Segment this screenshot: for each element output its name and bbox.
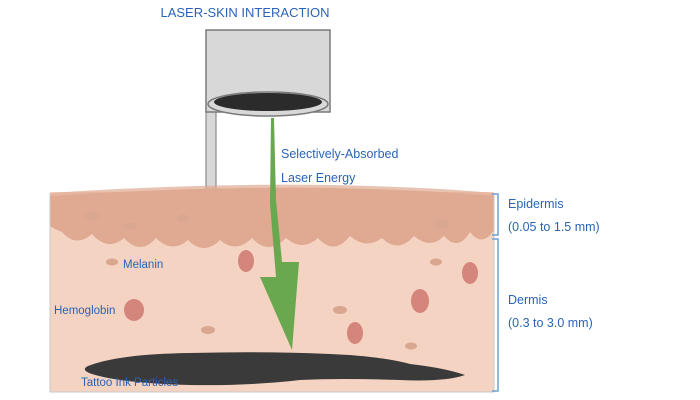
diagram-title: LASER-SKIN INTERACTION bbox=[160, 5, 329, 20]
handpiece-stem bbox=[205, 107, 217, 199]
melanin-granule bbox=[430, 258, 442, 266]
hemoglobin-vessel bbox=[347, 322, 363, 344]
skin-outline bbox=[49, 194, 495, 393]
melanin-granule bbox=[177, 214, 189, 222]
epidermis-bracket bbox=[492, 193, 499, 236]
melanin-granule bbox=[333, 306, 347, 314]
melanin-granule bbox=[106, 258, 118, 266]
tattoo-ink-label: Tattoo Ink Particles bbox=[81, 377, 178, 389]
melanin-label: Melanin bbox=[123, 259, 163, 271]
hemoglobin-label: Hemoglobin bbox=[54, 305, 115, 317]
epidermis-range: (0.05 to 1.5 mm) bbox=[508, 220, 600, 234]
hemoglobin-vessel bbox=[238, 250, 254, 272]
dermis-range: (0.3 to 3.0 mm) bbox=[508, 316, 593, 330]
dermis-label: Dermis bbox=[508, 293, 548, 307]
beam-label-line-1: Selectively-Absorbed bbox=[281, 147, 398, 161]
melanin-granule bbox=[405, 342, 417, 350]
melanin-granule bbox=[435, 220, 449, 228]
epidermis-label: Epidermis bbox=[508, 197, 564, 211]
tattoo-ink-particles bbox=[84, 352, 466, 386]
beam-label: Selectively-Absorbed Laser Energy bbox=[281, 147, 402, 185]
melanin-granule bbox=[124, 222, 136, 230]
hemoglobin-vessel bbox=[124, 299, 144, 321]
hemoglobin-vessel bbox=[411, 289, 429, 313]
epidermis-surface bbox=[49, 184, 495, 199]
melanin-granules bbox=[85, 212, 449, 350]
melanin-granule bbox=[201, 326, 215, 334]
laser-handpiece bbox=[205, 29, 331, 199]
laser-lens bbox=[214, 93, 322, 111]
hemoglobin-vessels bbox=[124, 250, 478, 344]
beam-label-line-2: Laser Energy bbox=[281, 171, 356, 185]
melanin-granule bbox=[85, 212, 99, 220]
dermis-bracket bbox=[492, 238, 499, 392]
laser-beam bbox=[260, 118, 299, 350]
hemoglobin-vessel bbox=[462, 262, 478, 284]
